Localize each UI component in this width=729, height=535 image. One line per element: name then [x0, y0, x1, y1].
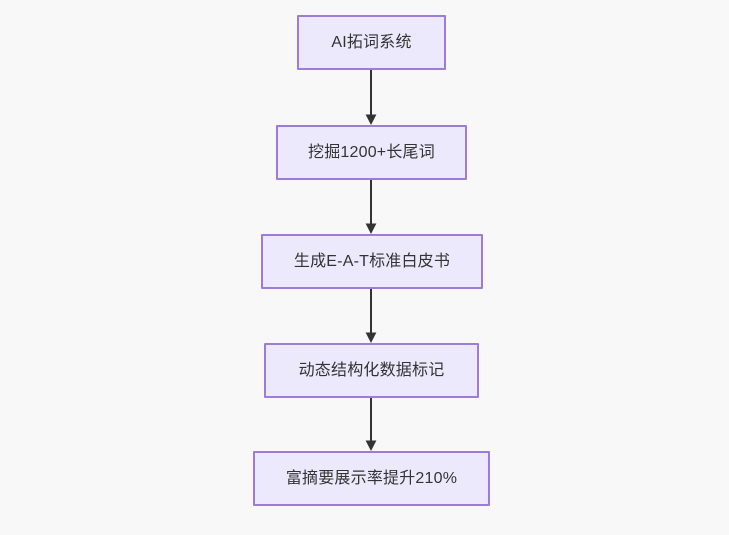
arrow-down-icon [365, 180, 377, 234]
flowchart-node-4[interactable]: 动态结构化数据标记 [264, 343, 479, 398]
flowchart-connector-3 [359, 289, 383, 343]
flowchart-node-4-label: 动态结构化数据标记 [298, 361, 445, 379]
flowchart-node-3-label: 生成E-A-T标准白皮书 [293, 252, 451, 270]
flowchart-connector-4 [359, 398, 383, 451]
flowchart-node-5[interactable]: 富摘要展示率提升210% [253, 451, 490, 506]
flowchart-node-1-label: AI拓词系统 [331, 33, 412, 51]
arrow-down-icon [365, 289, 377, 343]
flowchart-node-3[interactable]: 生成E-A-T标准白皮书 [261, 234, 483, 289]
flowchart-node-2[interactable]: 挖掘1200+长尾词 [276, 125, 467, 180]
flowchart-node-5-label: 富摘要展示率提升210% [285, 469, 458, 487]
arrow-down-icon [365, 398, 377, 451]
arrow-down-icon [365, 70, 377, 125]
flowchart-connector-2 [359, 180, 383, 234]
flowchart-node-1[interactable]: AI拓词系统 [297, 15, 446, 70]
flowchart-connector-1 [359, 70, 383, 125]
flowchart-node-2-label: 挖掘1200+长尾词 [308, 143, 435, 161]
